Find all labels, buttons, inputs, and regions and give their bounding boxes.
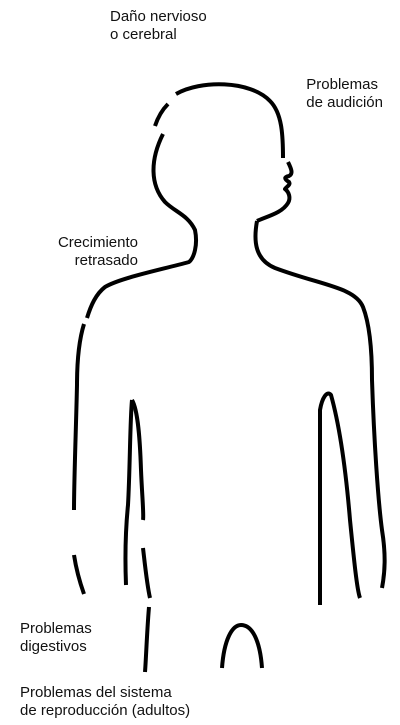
right-arm-inner-line	[320, 393, 360, 605]
head-top-segment	[176, 84, 283, 158]
left-inner-torso-upper	[132, 400, 143, 520]
head-back-neck-shoulder-segment	[87, 134, 196, 318]
left-inner-torso-mid	[143, 548, 150, 598]
crotch-arch	[222, 625, 262, 668]
left-arm-inner-line	[125, 400, 132, 585]
head-top-left-segment	[155, 104, 168, 126]
left-torso-upper	[74, 324, 84, 510]
left-torso-lower	[74, 555, 84, 594]
left-inner-torso-lower	[145, 607, 149, 672]
face-profile	[257, 162, 292, 221]
